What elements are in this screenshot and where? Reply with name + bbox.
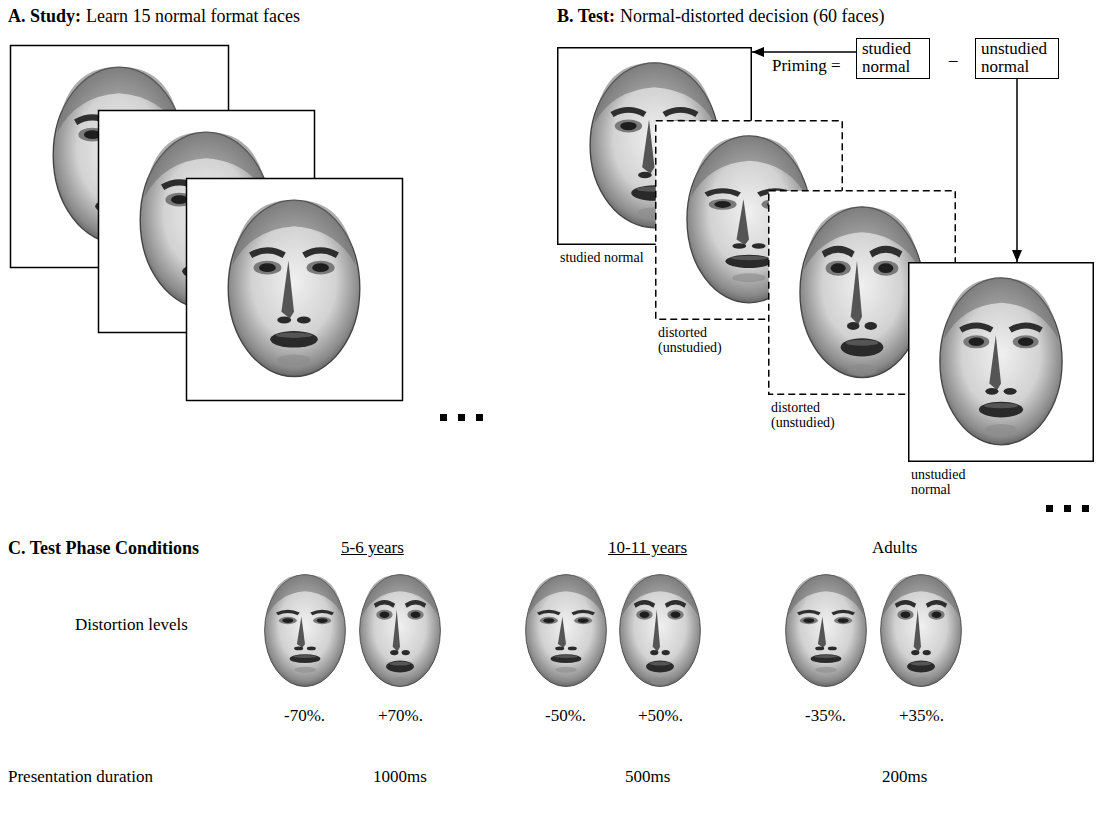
- frame-label: unstudied normal: [911, 467, 989, 498]
- face-picture: [620, 575, 701, 687]
- label-holder: Adults: [872, 538, 917, 558]
- face-picture: [526, 575, 607, 687]
- text-label: +50%.: [638, 706, 683, 726]
- text-label: Priming =: [772, 56, 841, 76]
- box-text: studied normal: [862, 40, 924, 77]
- face-picture: [940, 278, 1062, 445]
- study-frame: [187, 179, 403, 401]
- text-label: 200ms: [882, 767, 927, 787]
- text-label: 1000ms: [373, 767, 427, 787]
- label-holder: B. Test:: [557, 6, 615, 28]
- text-label: -70%.: [284, 706, 325, 726]
- label-holder: –: [949, 50, 958, 70]
- label-holder: +70%.: [378, 706, 423, 726]
- text-label: -50%.: [545, 706, 586, 726]
- label-holder: 10-11 years: [608, 538, 687, 558]
- face-picture: [800, 207, 924, 378]
- label-holder: 200ms: [882, 767, 927, 787]
- formula-box: studied normal: [856, 38, 930, 79]
- text-label: –: [949, 50, 958, 70]
- label-holder: +35%.: [899, 706, 944, 726]
- panel-heading: B. Test:: [557, 6, 615, 28]
- text-label: +70%.: [378, 706, 423, 726]
- label-holder: -70%.: [284, 706, 325, 726]
- ellipsis-dots: [1046, 505, 1089, 512]
- text-label: +35%.: [899, 706, 944, 726]
- arrow-connector: [1016, 79, 1018, 262]
- text-label: -35%.: [805, 706, 846, 726]
- label-holder: 5-6 years: [341, 538, 404, 558]
- label-holder: -35%.: [805, 706, 846, 726]
- face-picture: [228, 200, 360, 376]
- text-label: 10-11 years: [608, 538, 687, 558]
- frame-border: [909, 263, 1094, 462]
- text-label: Learn 15 normal format faces: [86, 6, 300, 28]
- label-holder: -50%.: [545, 706, 586, 726]
- box-text: unstudied normal: [981, 40, 1053, 77]
- text-label: 5-6 years: [341, 538, 404, 558]
- ellipsis-dots: [440, 414, 483, 421]
- text-label: Normal-distorted decision (60 faces): [620, 6, 884, 28]
- text-label: Distortion levels: [75, 615, 188, 635]
- text-label: Presentation duration: [8, 767, 153, 787]
- label-holder: Normal-distorted decision (60 faces): [620, 6, 884, 28]
- label-holder: Learn 15 normal format faces: [86, 6, 300, 28]
- label-holder: Distortion levels: [75, 615, 188, 635]
- panel-heading: A. Study:: [8, 6, 81, 28]
- label-holder: +50%.: [638, 706, 683, 726]
- face-picture: [265, 575, 346, 687]
- frame-label: distorted (unstudied): [771, 400, 851, 431]
- label-holder: Priming =: [772, 56, 841, 76]
- text-label: Adults: [872, 538, 917, 558]
- formula-box: unstudied normal: [975, 38, 1059, 79]
- label-holder: 500ms: [625, 767, 670, 787]
- face-frame: unstudied normal: [908, 262, 1094, 462]
- condition-faces: [265, 575, 962, 687]
- text-label: 500ms: [625, 767, 670, 787]
- label-holder: 1000ms: [373, 767, 427, 787]
- face-picture: [881, 575, 962, 687]
- face-picture: [786, 575, 867, 687]
- label-holder: A. Study:: [8, 6, 81, 28]
- label-holder: Presentation duration: [8, 767, 153, 787]
- frame-label: distorted (unstudied): [658, 325, 738, 356]
- frame-picture: [908, 262, 1094, 462]
- panel-heading: C. Test Phase Conditions: [8, 538, 199, 560]
- arrow-connector: [752, 51, 856, 53]
- label-holder: C. Test Phase Conditions: [8, 538, 199, 560]
- face-picture: [360, 575, 441, 687]
